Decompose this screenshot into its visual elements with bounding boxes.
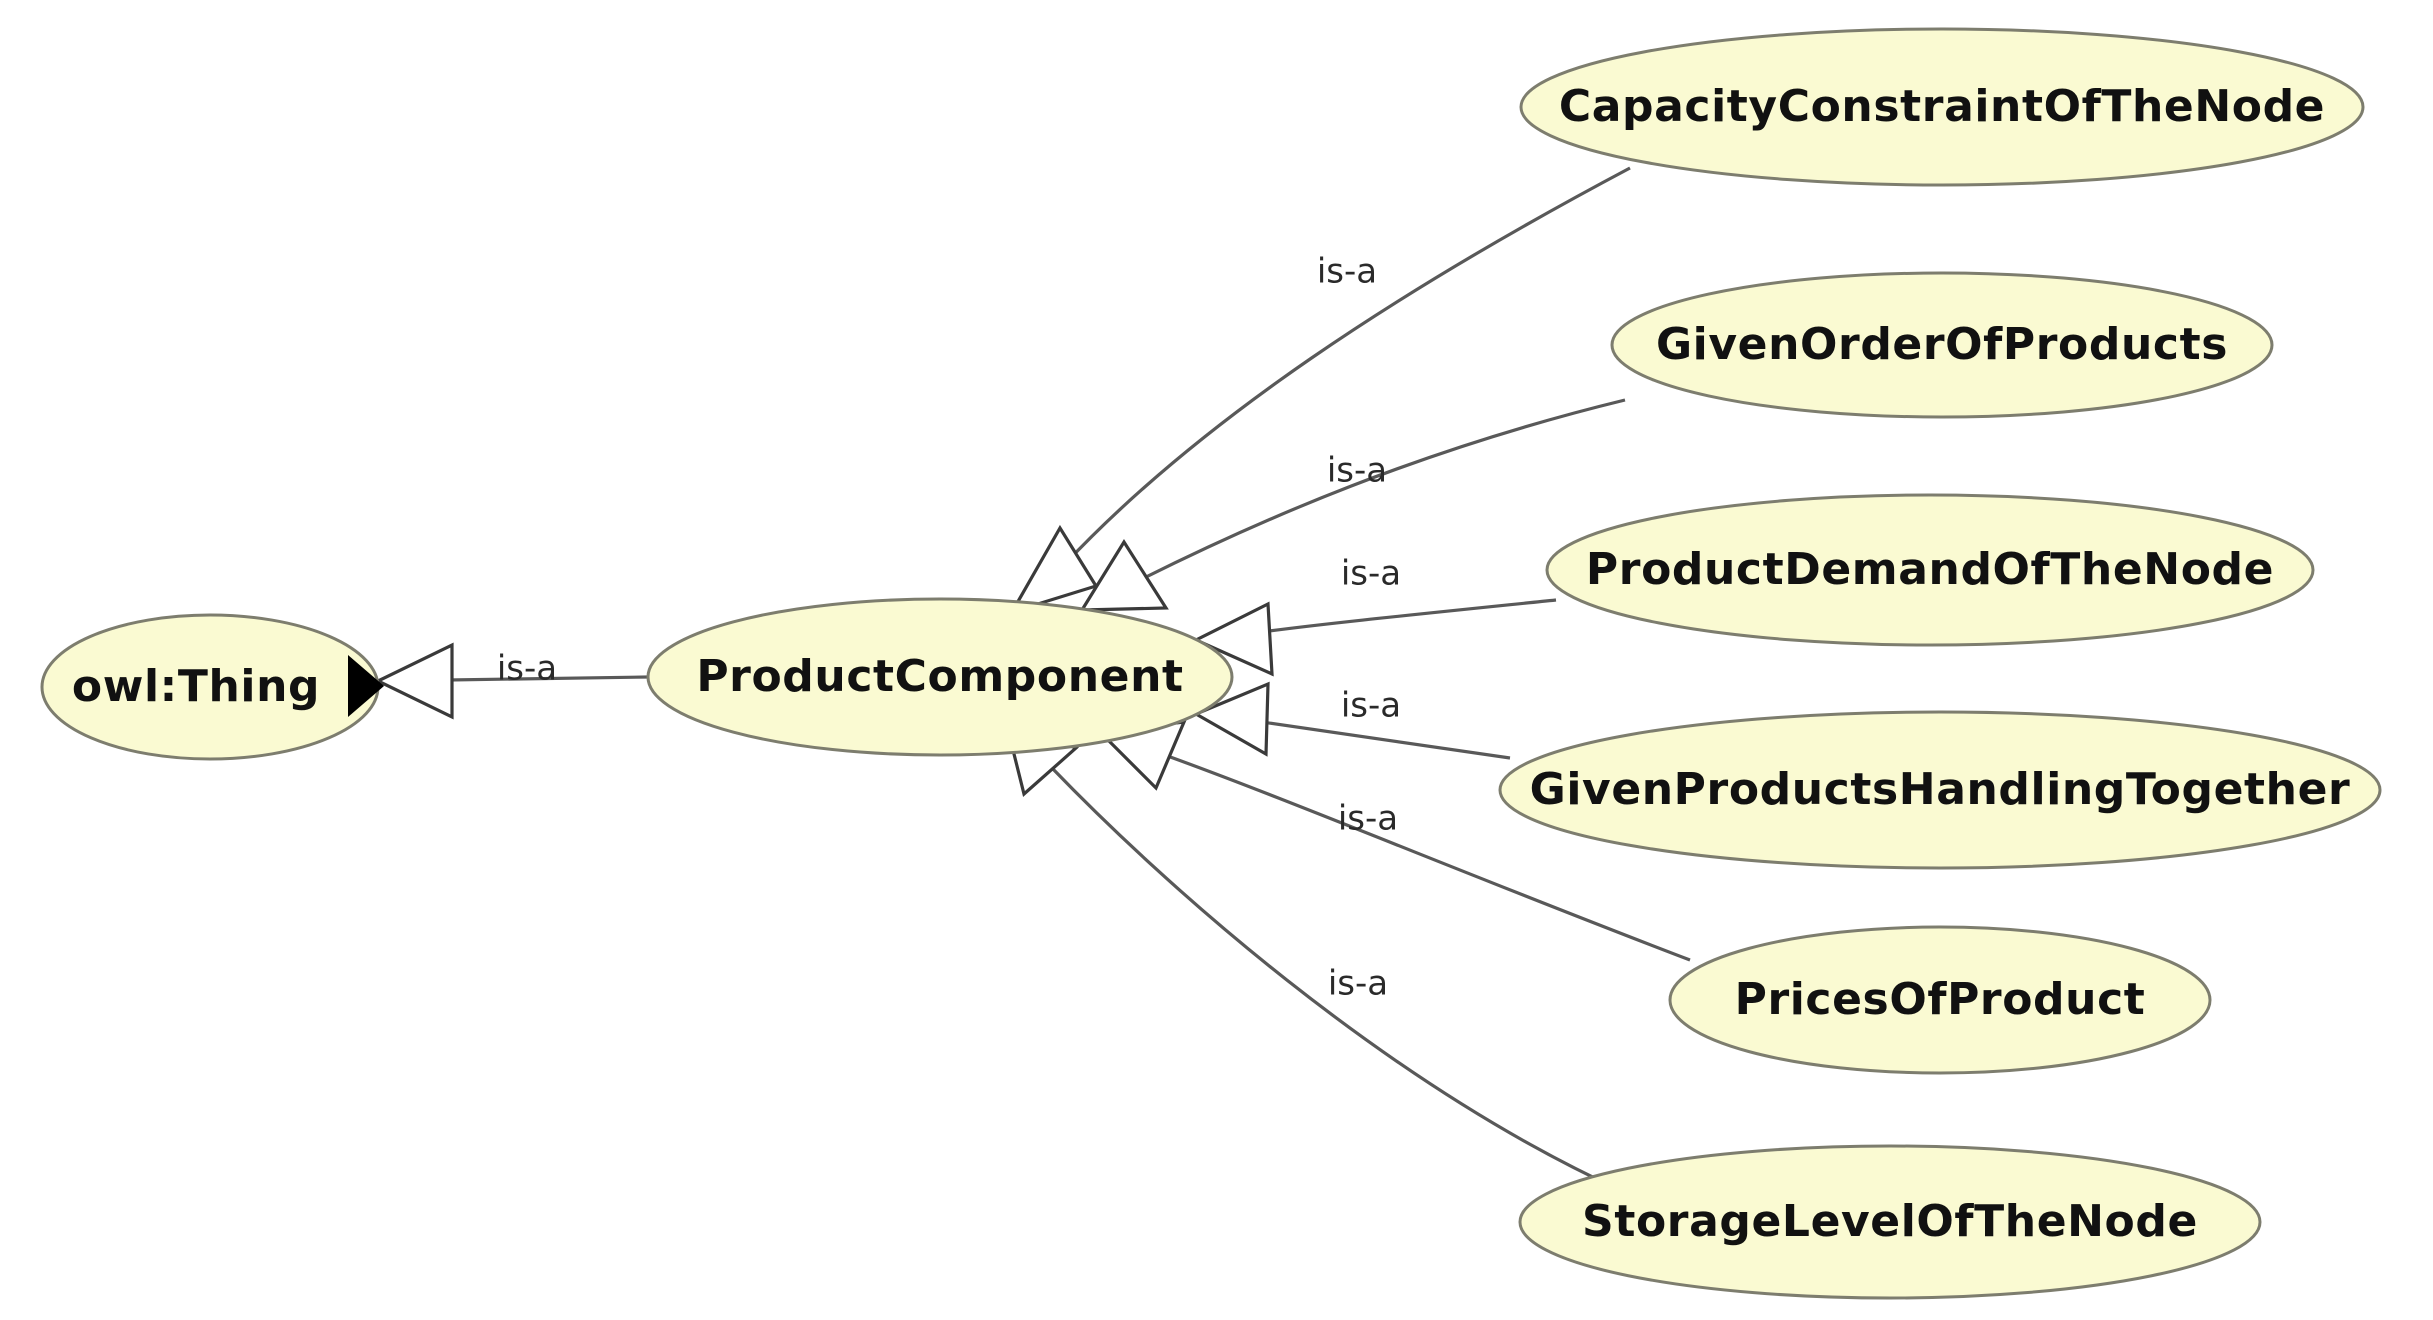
edge-label-prices-of-product-is-a: is-a <box>1338 799 1398 839</box>
node-given-products-handling-together-ellipse <box>1498 710 2382 870</box>
node-given-products-handling-together[interactable]: GivenProductsHandlingTogether <box>1498 710 2382 870</box>
edge-label-storage-level-is-a: is-a <box>1328 964 1388 1004</box>
node-owl-thing-label: owl:Thing <box>72 661 320 712</box>
arrowhead-owl-thing <box>374 642 454 720</box>
node-product-demand-of-the-node-ellipse <box>1545 493 2315 647</box>
edge-label-product-demand-is-a: is-a <box>1341 554 1401 594</box>
edge-line-capacity-constraint <box>1062 166 1631 567</box>
edge-line-product-demand <box>1261 598 1557 634</box>
node-given-order-of-products-ellipse <box>1610 271 2274 419</box>
edge-given-products-handling-to-product-component[interactable] <box>1192 681 1511 760</box>
arrowhead-given-order <box>1079 538 1169 612</box>
edge-line-prices-of-product <box>1161 752 1691 962</box>
node-prices-of-product[interactable]: PricesOfProduct <box>1668 925 2212 1075</box>
edge-label-capacity-constraint-is-a: is-a <box>1317 252 1377 292</box>
node-storage-level-of-the-node[interactable]: StorageLevelOfTheNode <box>1518 1144 2262 1300</box>
edge-given-order-to-product-component[interactable] <box>1079 398 1626 612</box>
node-product-demand-of-the-node-label: ProductDemandOfTheNode <box>1586 544 2274 595</box>
edge-line-given-order <box>1139 398 1626 582</box>
node-product-component[interactable]: ProductComponent <box>646 597 1234 757</box>
node-given-order-of-products[interactable]: GivenOrderOfProducts <box>1610 271 2274 419</box>
edge-capacity-constraint-to-product-component[interactable] <box>1008 166 1631 615</box>
edge-product-demand-to-product-component[interactable] <box>1192 598 1557 677</box>
edge-line-storage-level <box>1050 766 1621 1192</box>
node-storage-level-of-the-node-label: StorageLevelOfTheNode <box>1582 1196 2198 1247</box>
edge-label-given-order-is-a: is-a <box>1327 451 1387 491</box>
arrowhead-capacity-constraint <box>1008 524 1099 615</box>
node-owl-thing[interactable]: owl:Thing <box>40 613 384 761</box>
edge-line-given-products-handling <box>1261 720 1511 760</box>
node-storage-level-of-the-node-ellipse <box>1518 1144 2262 1300</box>
edge-line-root <box>447 675 649 682</box>
node-capacity-constraint-of-the-node[interactable]: CapacityConstraintOfTheNode <box>1519 27 2365 187</box>
node-given-order-of-products-label: GivenOrderOfProducts <box>1656 319 2228 370</box>
node-given-products-handling-together-label: GivenProductsHandlingTogether <box>1530 764 2351 815</box>
node-product-component-label: ProductComponent <box>696 651 1183 702</box>
node-capacity-constraint-of-the-node-label: CapacityConstraintOfTheNode <box>1559 81 2325 132</box>
edge-product-component-to-owl-thing[interactable] <box>374 642 649 720</box>
node-prices-of-product-label: PricesOfProduct <box>1735 974 2146 1025</box>
edge-label-group: is-a is-a is-a is-a is-a is-a is-a <box>497 252 1401 1004</box>
collapse-triangle-icon[interactable] <box>348 655 384 717</box>
arrowhead-product-demand <box>1192 601 1274 677</box>
node-product-component-ellipse <box>646 597 1234 757</box>
node-capacity-constraint-of-the-node-ellipse <box>1519 27 2365 187</box>
arrowhead-given-products-handling <box>1192 681 1270 757</box>
node-prices-of-product-ellipse <box>1668 925 2212 1075</box>
node-group: owl:Thing ProductComponent CapacityConst… <box>40 27 2382 1300</box>
edge-label-root-is-a: is-a <box>497 649 557 689</box>
node-product-demand-of-the-node[interactable]: ProductDemandOfTheNode <box>1545 493 2315 647</box>
edge-label-given-products-handling-is-a: is-a <box>1341 686 1401 726</box>
